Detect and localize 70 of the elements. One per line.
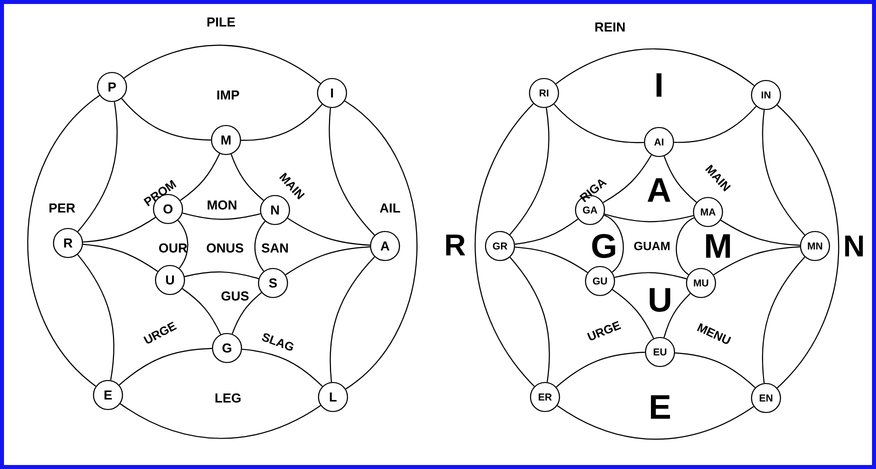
region-label: GUAM	[634, 242, 670, 250]
curve-line	[713, 246, 800, 276]
curve-line	[242, 348, 323, 387]
region-letter: A	[648, 178, 670, 202]
curve-line	[556, 352, 645, 388]
curve-line	[121, 98, 211, 141]
curve-line	[720, 220, 800, 246]
region-label: ONUS	[206, 243, 244, 253]
curve-line	[676, 217, 694, 276]
curve-line	[604, 214, 624, 273]
curve-line	[474, 103, 535, 387]
curve-line	[674, 352, 756, 388]
curve-line	[182, 212, 261, 220]
curve-line	[674, 106, 756, 143]
region-letter: N	[845, 236, 863, 256]
curve-line	[241, 104, 323, 141]
curve-line	[124, 44, 321, 84]
curve-line	[120, 403, 321, 439]
region-label: SAN	[262, 243, 288, 253]
curve-line	[554, 104, 644, 144]
region-letter: I	[656, 73, 662, 97]
curve-line	[82, 244, 158, 272]
curve-line	[344, 100, 418, 390]
region-letter: M	[706, 234, 730, 258]
region-letter: R	[446, 234, 466, 256]
curve-line	[184, 271, 259, 280]
region-label: LEG	[216, 393, 241, 403]
curve-line	[612, 289, 654, 339]
region-label: PER	[50, 204, 76, 212]
curve-line	[178, 220, 188, 269]
region-label: OUR	[159, 243, 188, 253]
curve-line	[776, 104, 840, 388]
region-label: URGE	[587, 320, 622, 340]
curve-line	[82, 216, 156, 243]
curve-line	[182, 288, 222, 335]
curve-line	[514, 218, 578, 245]
curve-line	[27, 95, 100, 387]
curve-line	[614, 272, 687, 280]
curve-line	[762, 256, 806, 384]
curve-line	[664, 293, 691, 338]
region-letter: E	[650, 395, 670, 419]
region-label: MON	[208, 200, 236, 210]
curve-line	[509, 108, 550, 235]
curve-line	[180, 153, 220, 201]
region-label: GUS	[221, 291, 249, 301]
curve-line	[230, 154, 264, 201]
region-label: AIL	[380, 204, 400, 212]
curve-line	[556, 48, 755, 86]
region-label: PILE	[207, 18, 235, 26]
region-label: SLAG	[262, 333, 294, 350]
curve-line	[254, 220, 266, 272]
region-letter: G	[592, 234, 616, 258]
curve-line	[514, 246, 588, 273]
curve-line	[510, 256, 550, 382]
curve-line	[77, 254, 114, 380]
curve-line	[604, 214, 694, 222]
curve-line	[602, 154, 652, 204]
curve-line	[328, 108, 375, 236]
region-label: IMP	[217, 90, 240, 100]
curve-line	[118, 348, 212, 386]
curve-line	[287, 218, 370, 246]
region-label: REIN	[595, 22, 625, 32]
curve-line	[330, 256, 375, 382]
curve-line	[285, 246, 370, 276]
curve-line	[664, 156, 697, 203]
region-letter: U	[650, 288, 670, 312]
curve-line	[232, 292, 262, 334]
curve-line	[762, 110, 806, 236]
curve-line	[77, 102, 118, 232]
curve-line	[557, 405, 754, 440]
